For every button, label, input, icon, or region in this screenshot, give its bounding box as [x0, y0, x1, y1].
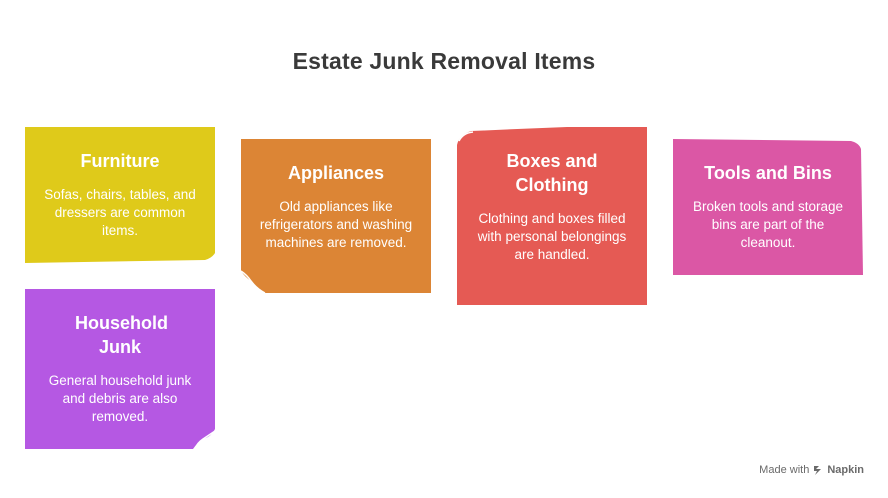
- diagram-title: Estate Junk Removal Items: [292, 48, 596, 74]
- card-furniture-background: [25, 127, 215, 263]
- card-boxes-clothing-title: Boxes and Clothing: [506, 151, 598, 195]
- made-with-footer: Made with Napkin: [759, 464, 864, 476]
- card-tools-bins-background: [673, 139, 863, 275]
- card-tools-bins-description: Broken tools and storage bins are part o…: [692, 199, 844, 250]
- napkin-logo-icon: [814, 465, 822, 475]
- card-appliances-description: Old appliances like refrigerators and wa…: [259, 199, 413, 250]
- card-tools-bins: Tools and Bins Broken tools and storage …: [673, 139, 863, 275]
- card-furniture-description: Sofas, chairs, tables, and dressers are …: [44, 187, 196, 238]
- card-household-junk-title: Household Junk: [75, 313, 168, 357]
- card-appliances-title: Appliances: [287, 163, 385, 183]
- card-boxes-clothing-background: [457, 127, 647, 305]
- card-tools-bins-title: Tools and Bins: [704, 163, 832, 183]
- card-household-junk-background: [25, 289, 216, 450]
- card-appliances: Appliances Old appliances like refrigera…: [240, 139, 431, 294]
- card-household-junk: Household Junk General household junk an…: [25, 289, 216, 450]
- card-appliances-background: [240, 139, 431, 294]
- card-boxes-clothing-description: Clothing and boxes filled with personal …: [477, 211, 627, 262]
- card-household-junk-description: General household junk and debris are al…: [48, 373, 192, 424]
- card-boxes-clothing: Boxes and Clothing Clothing and boxes fi…: [457, 127, 647, 305]
- card-furniture-title: Furniture: [80, 151, 160, 171]
- card-furniture: Furniture Sofas, chairs, tables, and dre…: [25, 127, 215, 263]
- made-with-label: Made with: [759, 464, 810, 476]
- napkin-brand-label: Napkin: [827, 464, 864, 476]
